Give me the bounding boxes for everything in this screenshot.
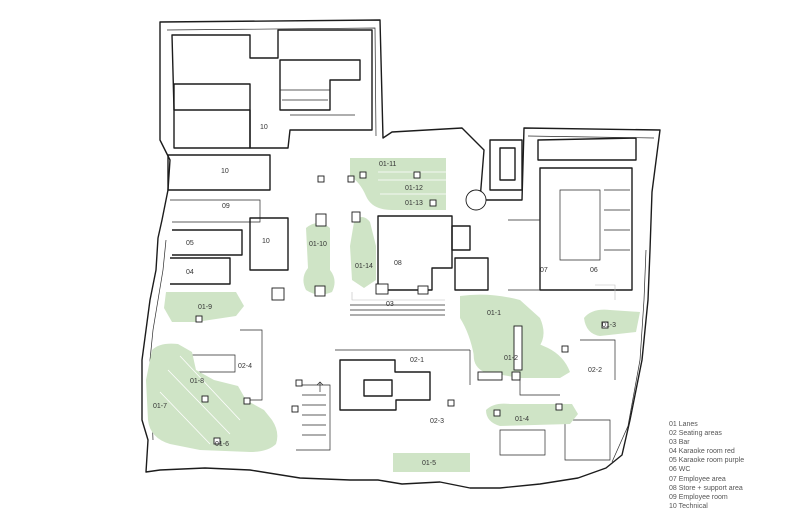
lane-01-11 [350, 158, 446, 210]
label-03: 03 [386, 301, 394, 308]
legend-item: 08 Store + support area [669, 484, 743, 492]
legend-item: 03 Bar [669, 439, 690, 447]
lane-01-3 [584, 309, 640, 336]
lane-01-4 [486, 403, 578, 426]
legend-item: 01 Lanes [669, 421, 698, 428]
label-01-10: 01-10 [309, 241, 327, 248]
label-01-2: 01-2 [504, 355, 518, 362]
stair-arrow-icon [316, 381, 324, 392]
technical-room-mid [249, 217, 289, 271]
label-08: 08 [394, 260, 402, 267]
label-10-left: 10 [221, 168, 229, 175]
label-01-14: 01-14 [355, 263, 373, 270]
lane-01-14 [350, 217, 376, 288]
lane-01-10 [303, 223, 335, 295]
room-legend: 01 Lanes 02 Seating areas 03 Bar 04 Kara… [669, 420, 744, 511]
legend-item: 10 Technical [669, 502, 708, 510]
label-01-8: 01-8 [190, 378, 204, 385]
legend-item: 07 Employee area [669, 475, 726, 483]
label-02-4: 02-4 [238, 363, 252, 370]
column-markers [195, 171, 609, 445]
outer-wall [141, 19, 661, 489]
lane-01-9 [164, 292, 244, 322]
label-10-mid: 10 [262, 238, 270, 245]
label-04: 04 [186, 269, 194, 276]
label-01-1: 01-1 [487, 310, 501, 317]
label-01-6: 01-6 [215, 441, 229, 448]
label-10-top: 10 [260, 124, 268, 131]
label-01-5: 01-5 [422, 460, 436, 467]
label-01-11: 01-11 [379, 161, 396, 168]
label-02-1: 02-1 [410, 357, 424, 364]
label-09: 09 [222, 203, 230, 210]
technical-room-top [171, 29, 373, 149]
label-02-2: 02-2 [588, 367, 602, 374]
label-05: 05 [186, 240, 194, 247]
label-01-3: 01-3 [602, 322, 616, 329]
label-01-9: 01-9 [198, 304, 212, 311]
label-01-12: 01-12 [405, 185, 423, 192]
label-06: 06 [590, 267, 598, 274]
legend-item: 05 Karaoke room purple [669, 457, 745, 465]
label-01-13: 01-13 [405, 200, 423, 207]
legend-item: 02 Seating areas [669, 430, 722, 438]
round-column [465, 189, 487, 211]
label-01-7: 01-7 [153, 403, 167, 410]
lane-01-5 [393, 453, 470, 472]
legend-item: 04 Karaoke room red [669, 448, 735, 456]
lane-01-7-8 [146, 343, 278, 452]
legend-item: 09 Employee room [669, 493, 728, 501]
label-01-4: 01-4 [515, 416, 529, 423]
legend-item: 06 WC [669, 466, 691, 474]
label-02-3: 02-3 [430, 418, 444, 425]
label-07: 07 [540, 267, 548, 274]
